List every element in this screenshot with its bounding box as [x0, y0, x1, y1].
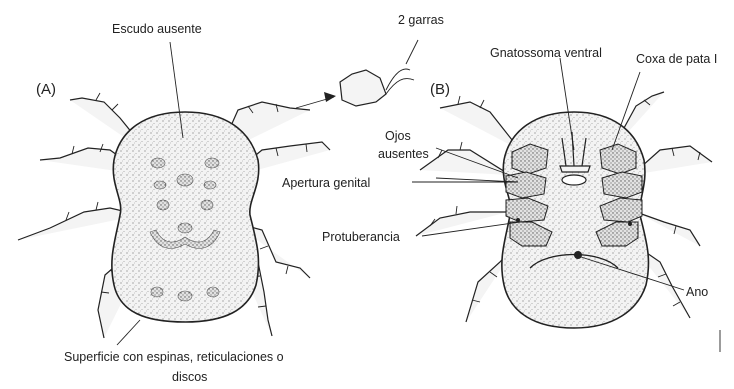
label-superficie-line2: discos: [172, 370, 207, 384]
panel-a-body: [112, 112, 259, 322]
label-protuberancia: Protuberancia: [322, 230, 400, 244]
label-ano: Ano: [686, 285, 708, 299]
label-apertura-genital: Apertura genital: [282, 176, 370, 190]
label-escudo-ausente: Escudo ausente: [112, 22, 202, 36]
label-superficie-line1: Superficie con espinas, reticulaciones o: [64, 350, 284, 364]
label-coxa-pata: Coxa de pata I: [636, 52, 717, 66]
arrow-head-icon: [324, 92, 336, 102]
claw-inset: [296, 40, 418, 108]
panel-b-ventral-view: [412, 58, 720, 352]
panel-a-label: (A): [36, 81, 56, 98]
panel-b-label: (B): [430, 81, 450, 98]
label-garras: 2 garras: [398, 13, 444, 27]
panel-a-dorsal-view: [18, 42, 330, 345]
panel-b-anus: [574, 251, 582, 259]
label-ojos-line2: ausentes: [378, 147, 429, 161]
label-gnatossoma-ventral: Gnatossoma ventral: [490, 46, 602, 60]
label-ojos-line1: Ojos: [385, 129, 411, 143]
